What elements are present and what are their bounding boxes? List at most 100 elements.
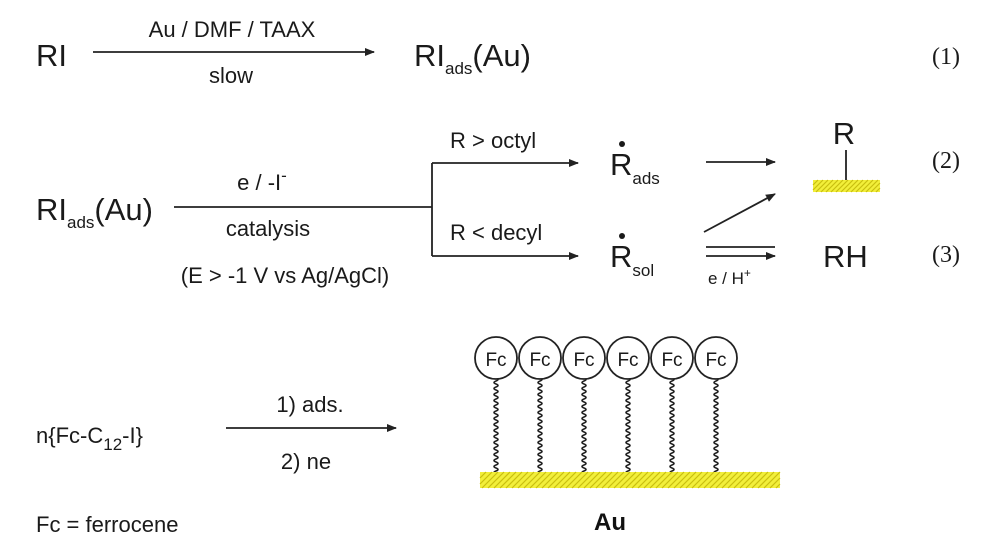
alkyl-chain bbox=[581, 377, 587, 475]
hatch-line bbox=[679, 471, 697, 489]
hatch-line bbox=[733, 471, 751, 489]
hatch-line bbox=[763, 471, 781, 489]
ferrocene-legend: Fc = ferrocene bbox=[36, 512, 178, 537]
hatch-line bbox=[643, 471, 661, 489]
hatch-line bbox=[589, 471, 607, 489]
hatch-line bbox=[637, 471, 655, 489]
eq2-reactant: RIads(Au) bbox=[36, 192, 153, 232]
equations-2-3: RIads(Au) e / -I- catalysis (E > -1 V vs… bbox=[36, 116, 960, 288]
eq4-step-2: 2) ne bbox=[281, 449, 331, 474]
hatch-line bbox=[875, 187, 881, 193]
equation-number-1: (1) bbox=[932, 44, 960, 70]
ferrocene-headgroup bbox=[518, 336, 562, 380]
hatch-line bbox=[541, 471, 559, 489]
reduction-label: e / H+ bbox=[708, 266, 751, 288]
radical-dot-ads bbox=[619, 141, 625, 147]
ferrocene-headgroup bbox=[606, 336, 650, 380]
hatch-line bbox=[607, 471, 625, 489]
hatch-line bbox=[631, 471, 649, 489]
hatch-line bbox=[499, 471, 517, 489]
hatch-line bbox=[673, 471, 691, 489]
hatch-line bbox=[511, 471, 529, 489]
ferrocene-headgroup bbox=[650, 336, 694, 380]
hatch-line bbox=[619, 471, 637, 489]
hatch-line bbox=[865, 179, 879, 193]
hatch-line bbox=[601, 471, 619, 489]
radical-solution: Rsol bbox=[610, 239, 654, 280]
hatch-line bbox=[565, 471, 583, 489]
hatch-line bbox=[721, 471, 739, 489]
hatch-line bbox=[655, 471, 673, 489]
hatch-line bbox=[745, 471, 763, 489]
hatch-line bbox=[553, 471, 571, 489]
ferrocene-headgroup bbox=[562, 336, 606, 380]
hatch-line bbox=[535, 471, 553, 489]
hatch-line bbox=[613, 471, 631, 489]
hatch-line bbox=[547, 471, 565, 489]
alkyl-chain bbox=[625, 377, 631, 475]
ferrocene-headgroup bbox=[474, 336, 518, 380]
hatch-line bbox=[775, 483, 781, 489]
alkyl-chain bbox=[493, 377, 499, 475]
hatch-line bbox=[830, 179, 844, 193]
hatch-line bbox=[825, 179, 839, 193]
hatch-line bbox=[517, 471, 535, 489]
hatch-line bbox=[820, 179, 834, 193]
hatch-line bbox=[649, 471, 667, 489]
ferrocene-chain: Fc bbox=[518, 336, 562, 475]
hatch-line bbox=[751, 471, 769, 489]
eq2-arrow-reagent: e / -I- bbox=[237, 166, 287, 195]
hatch-line bbox=[860, 179, 874, 193]
hatch-line bbox=[850, 179, 864, 193]
hatch-line bbox=[739, 471, 757, 489]
hatch-line bbox=[559, 471, 577, 489]
hatch-line bbox=[625, 471, 643, 489]
ferrocene-monolayer: Fc Fc Fc Fc Fc Fc bbox=[474, 336, 738, 475]
hatch-line bbox=[855, 179, 869, 193]
eq1-arrow-conditions: Au / DMF / TAAX bbox=[149, 17, 316, 42]
ferrocene-chain: Fc bbox=[474, 336, 518, 475]
ferrocene-chain: Fc bbox=[694, 336, 738, 475]
radical-dot-sol bbox=[619, 233, 625, 239]
hatch-line bbox=[583, 471, 601, 489]
ferrocene-chain: Fc bbox=[562, 336, 606, 475]
equation-number-3: (3) bbox=[932, 242, 960, 268]
ferrocene-label: Fc bbox=[485, 350, 506, 371]
hatch-line bbox=[840, 179, 854, 193]
eq1-product: RIads(Au) bbox=[414, 38, 531, 78]
arrow-diagonal-to-surface bbox=[703, 193, 776, 233]
alkyl-chain bbox=[537, 377, 543, 475]
small-surface-hatch bbox=[812, 179, 881, 193]
hatch-line bbox=[523, 471, 541, 489]
hatch-line bbox=[479, 471, 493, 485]
ferrocene-label: Fc bbox=[529, 350, 550, 371]
hatch-line bbox=[757, 471, 775, 489]
eq4-step-1: 1) ads. bbox=[276, 392, 343, 417]
surface-r-group: R bbox=[833, 116, 855, 151]
hatch-line bbox=[835, 179, 849, 193]
ferrocene-label: Fc bbox=[617, 350, 638, 371]
hatch-line bbox=[769, 477, 781, 489]
alkyl-chain bbox=[669, 377, 675, 475]
hatch-line bbox=[845, 179, 859, 193]
hatch-line bbox=[685, 471, 703, 489]
rh-product: RH bbox=[823, 239, 868, 274]
equation-number-2: (2) bbox=[932, 148, 960, 174]
eq1-arrow-rate: slow bbox=[209, 63, 253, 88]
gold-substrate-hatch bbox=[479, 471, 781, 489]
hatch-line bbox=[529, 471, 547, 489]
hatch-line bbox=[812, 179, 819, 186]
ferrocene-label: Fc bbox=[661, 350, 682, 371]
alkyl-chain bbox=[713, 377, 719, 475]
hatch-line bbox=[481, 471, 499, 489]
ferrocene-chain: Fc bbox=[650, 336, 694, 475]
radical-adsorbed: Rads bbox=[610, 147, 660, 188]
hatch-line bbox=[595, 471, 613, 489]
hatch-line bbox=[505, 471, 523, 489]
ferrocene-label: Fc bbox=[573, 350, 594, 371]
eq4-reactant: n{Fc-C12-I} bbox=[36, 423, 143, 454]
hatch-line bbox=[715, 471, 733, 489]
ferrocene-headgroup bbox=[694, 336, 738, 380]
hatch-line bbox=[667, 471, 685, 489]
